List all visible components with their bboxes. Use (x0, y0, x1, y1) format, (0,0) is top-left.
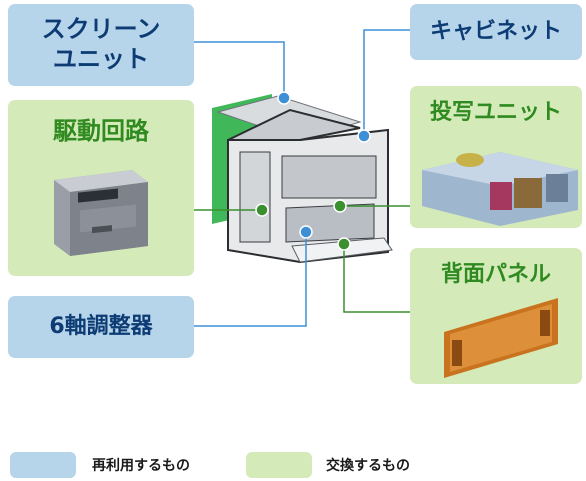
connector-cabinet (363, 29, 410, 136)
drive-circuit-illustration (54, 170, 148, 256)
dot-projection-unit (333, 199, 347, 213)
screen-unit-label: スクリーン ユニット (41, 15, 161, 73)
connector-back-panel (343, 244, 410, 313)
cabinet-box: キャビネット (410, 4, 582, 60)
cabinet-bottom-compartment (285, 203, 375, 243)
projection-unit-illustration (422, 152, 578, 226)
legend-reused-swatch (10, 452, 76, 478)
projection-unit-box: 投写ユニット (410, 86, 582, 228)
six-axis-adjuster-label: 6軸調整器 (49, 314, 153, 339)
dot-back-panel (337, 237, 351, 251)
screen-unit-box: スクリーン ユニット (8, 4, 194, 86)
back-panel-label: 背面パネル (440, 262, 551, 287)
back-panel-illustration (444, 298, 558, 378)
cabinet-side-panel (239, 151, 271, 243)
legend-reused-label: 再利用するもの (92, 458, 190, 474)
dot-drive-circuit (255, 203, 269, 217)
drive-circuit-label: 駆動回路 (53, 117, 149, 145)
dot-six-axis (299, 225, 313, 239)
dot-cabinet (357, 129, 371, 143)
connector-screen-unit (194, 41, 285, 98)
projection-unit-label: 投写ユニット (429, 100, 562, 125)
back-panel-box: 背面パネル (410, 248, 582, 384)
drive-circuit-box: 駆動回路 (8, 100, 194, 276)
cabinet-inner (281, 155, 377, 199)
connector-six-axis (194, 232, 307, 327)
six-axis-adjuster-box: 6軸調整器 (8, 296, 194, 358)
cabinet-top (227, 108, 361, 141)
legend-replaced-swatch (246, 452, 312, 478)
legend-replaced-label: 交換するもの (326, 458, 410, 474)
dot-screen-unit (277, 91, 291, 105)
cabinet-label: キャビネット (429, 19, 562, 44)
